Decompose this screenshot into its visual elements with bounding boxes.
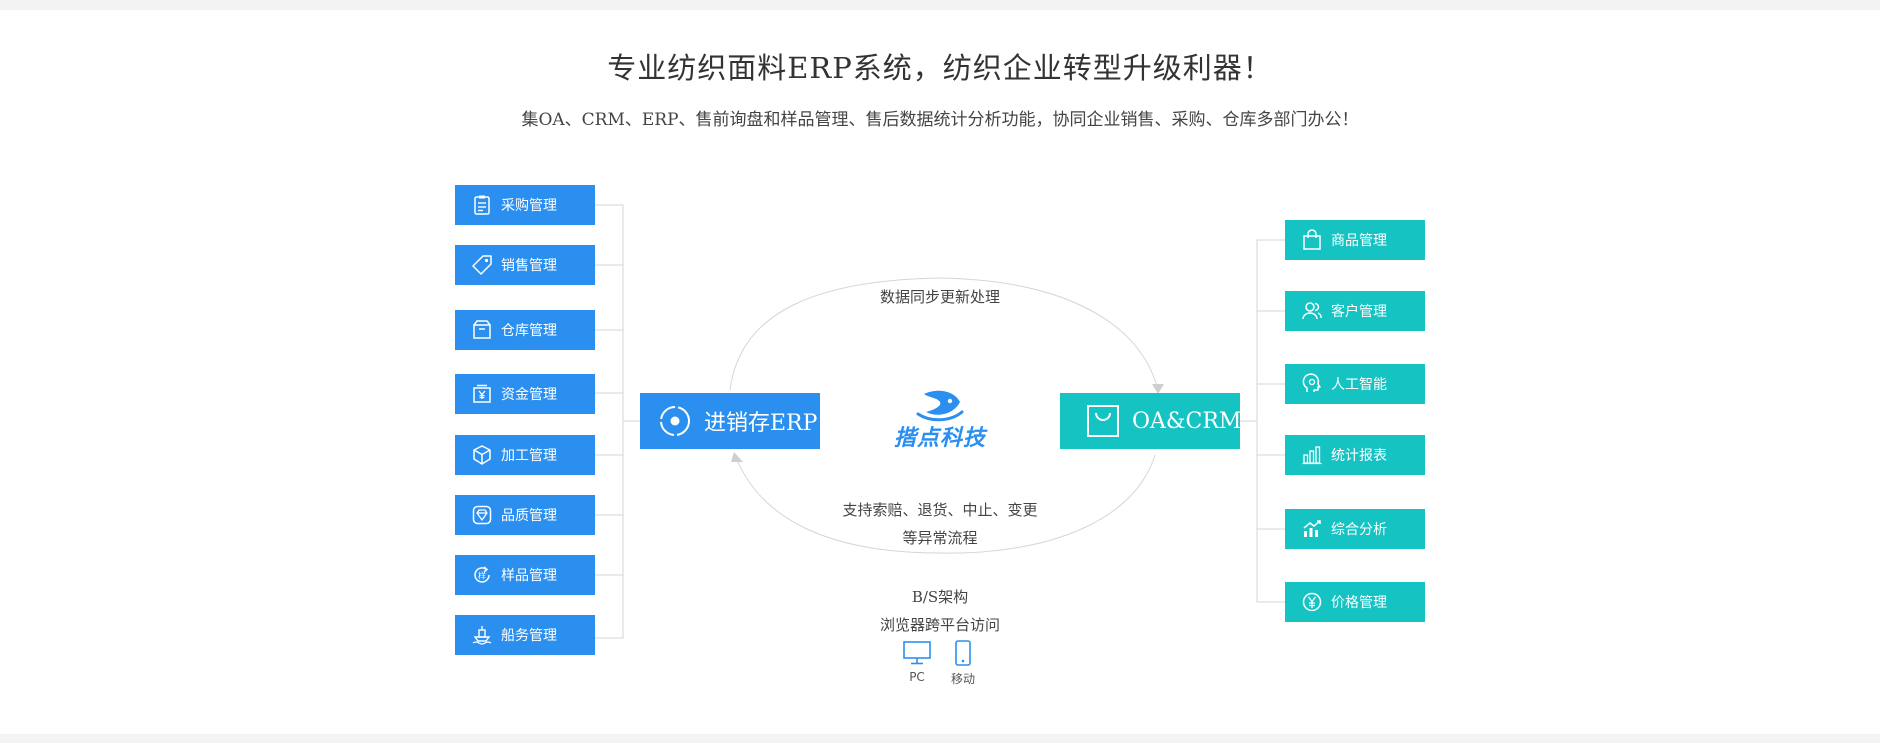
device-label: 移动 [950,672,975,686]
arch-line2: 浏览器跨平台访问 [879,616,1000,634]
trend-chart-icon [1301,518,1323,540]
module-label: 采购管理 [501,198,557,214]
page-subline: 集OA、CRM、ERP、售前询盘和样品管理、售后数据统计分析功能，协同企业销售、… [521,110,1359,130]
module-label: 品质管理 [501,508,557,524]
monitor-icon [903,641,931,665]
diamond-icon [471,504,493,526]
loop-bottom-line2: 等异常流程 [902,529,978,547]
module-pricing[interactable]: 价格管理 [1285,582,1425,622]
module-label: 客户管理 [1331,304,1387,320]
module-label: 综合分析 [1331,522,1387,538]
shopping-bag-icon [1301,229,1323,251]
device-label: PC [909,670,925,684]
module-ai[interactable]: 人工智能 [1285,364,1425,404]
logo-text: 揩点科技 [893,426,986,451]
module-label: 船务管理 [501,628,557,644]
module-analysis[interactable]: 综合分析 [1285,509,1425,549]
hub-erp-label: 进销存ERP [704,411,818,436]
module-label: 人工智能 [1331,377,1387,393]
hub-erp[interactable]: 进销存ERP [640,393,820,449]
module-samples[interactable]: 样 样品管理 [455,555,595,595]
warehouse-box-icon [471,319,493,341]
price-yuan-icon [1301,591,1323,613]
device-mobile: 移动 [943,640,983,687]
sample-stamp-icon: 样 [471,564,493,586]
module-quality[interactable]: 品质管理 [455,495,595,535]
ship-icon [471,624,493,646]
cube-icon [471,444,493,466]
target-icon [658,404,692,438]
phone-icon [955,640,971,666]
loop-bottom-line1: 支持索赔、退货、中止、变更 [842,501,1038,519]
ai-head-icon [1301,373,1323,395]
fish-logo-icon [916,390,964,422]
module-customers[interactable]: 客户管理 [1285,291,1425,331]
hub-oa-crm-label: OA&CRM [1132,408,1242,434]
module-label: 价格管理 [1331,595,1387,611]
module-label: 资金管理 [501,387,557,403]
module-label: 商品管理 [1331,233,1387,249]
svg-text:样: 样 [478,571,486,581]
module-products[interactable]: 商品管理 [1285,220,1425,260]
module-shipping[interactable]: 船务管理 [455,615,595,655]
module-label: 统计报表 [1331,448,1387,464]
arch-line1: B/S架构 [911,588,969,606]
architecture-note: B/S架构 浏览器跨平台访问 [840,583,1040,639]
yuan-box-icon [471,383,493,405]
page-headline: 专业纺织面料ERP系统，纺织企业转型升级利器！ [607,51,1273,85]
module-label: 销售管理 [501,258,557,274]
loop-top-note: 数据同步更新处理 [879,288,1000,306]
hub-oa-crm[interactable]: OA&CRM [1060,393,1242,449]
bag-icon [1086,404,1120,438]
loop-bottom-note: 支持索赔、退货、中止、变更 等异常流程 [800,496,1080,552]
device-pc: PC [897,640,937,684]
bar-chart-icon [1301,444,1323,466]
tag-icon [471,254,493,276]
module-label: 样品管理 [501,568,557,584]
module-sales[interactable]: 销售管理 [455,245,595,285]
users-icon [1301,300,1323,322]
module-label: 加工管理 [501,448,557,464]
module-label: 仓库管理 [501,323,557,339]
module-warehouse[interactable]: 仓库管理 [455,310,595,350]
company-logo: 揩点科技 [885,388,995,454]
module-reports[interactable]: 统计报表 [1285,435,1425,475]
module-processing[interactable]: 加工管理 [455,435,595,475]
module-funds[interactable]: 资金管理 [455,374,595,414]
module-purchase[interactable]: 采购管理 [455,185,595,225]
clipboard-icon [471,194,493,216]
